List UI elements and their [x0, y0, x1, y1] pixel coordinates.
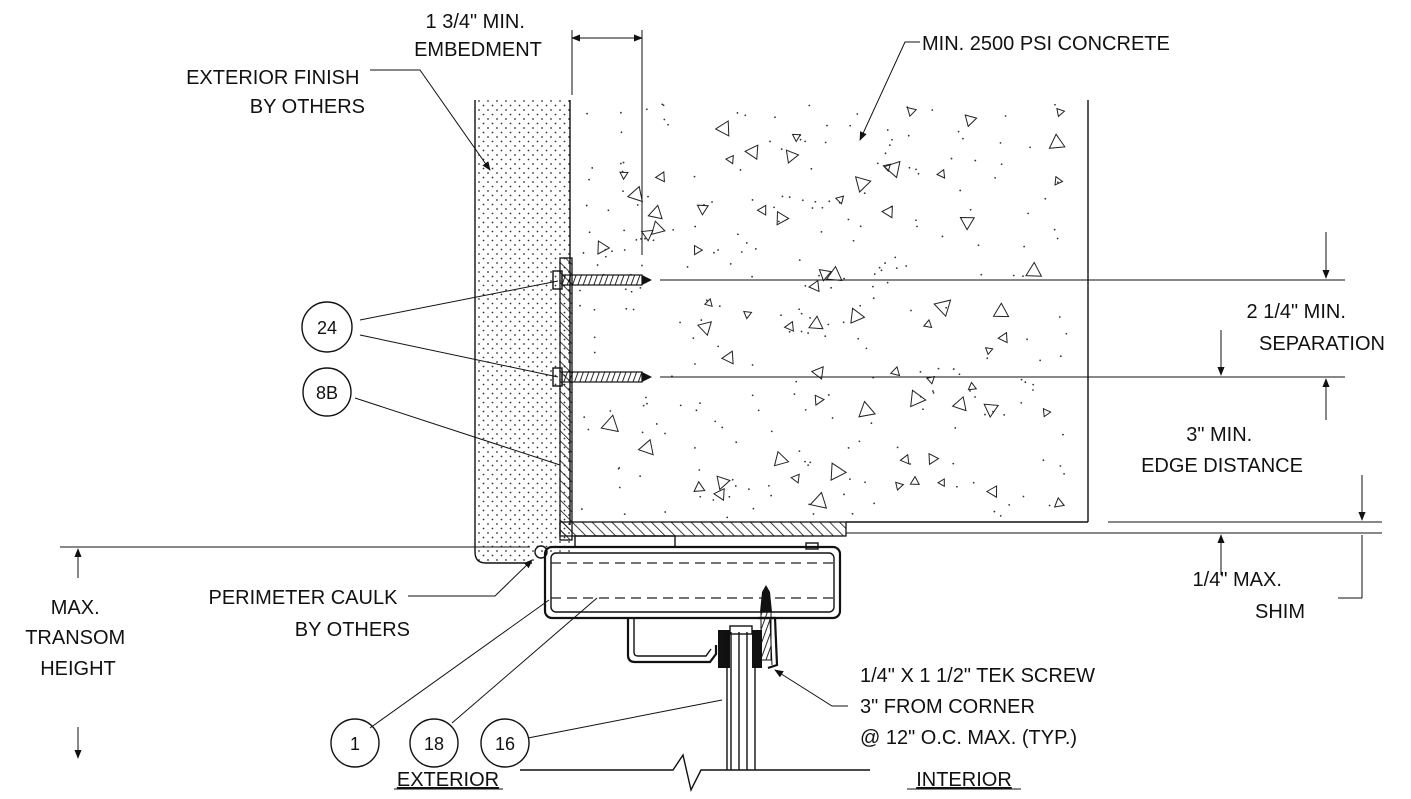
- svg-text:18: 18: [424, 734, 444, 754]
- svg-text:8B: 8B: [316, 383, 338, 403]
- anchor-lower: [552, 367, 652, 387]
- svg-text:24: 24: [317, 318, 337, 338]
- exterior-label: EXTERIOR: [397, 769, 499, 791]
- caulk-label: PERIMETER CAULK BY OTHERS: [209, 587, 411, 641]
- exterior-finish-label: EXTERIOR FINISH BY OTHERS: [186, 67, 365, 118]
- callout-24: 24: [301, 301, 353, 353]
- embedment-label: 1 3/4" MIN. EMBEDMENT: [414, 11, 542, 61]
- separation-label: 2 1/4" MIN. SEPARATION: [1247, 301, 1385, 355]
- frame-head-member: [543, 535, 842, 670]
- tek-screw-label: 1/4" X 1 1/2" TEK SCREW 3" FROM CORNER @…: [860, 665, 1101, 749]
- concrete-aggregate: [579, 103, 1068, 519]
- glazing: [726, 632, 756, 770]
- interior-label: INTERIOR: [916, 769, 1012, 791]
- edge-distance-label: 3" MIN. EDGE DISTANCE: [1141, 424, 1303, 477]
- callout-16: 16: [480, 718, 530, 768]
- caulk-bead: [534, 545, 548, 559]
- shim-label: 1/4" MAX. SHIM: [1193, 569, 1305, 623]
- callout-1: 1: [330, 718, 380, 768]
- svg-text:16: 16: [495, 734, 515, 754]
- transom-label: MAX. TRANSOM HEIGHT: [25, 597, 131, 680]
- concrete-label: MIN. 2500 PSI CONCRETE: [922, 33, 1170, 55]
- svg-text:1: 1: [350, 734, 360, 754]
- concrete-block: [573, 100, 1089, 523]
- callout-8b: 8B: [302, 367, 352, 417]
- anchor-upper: [552, 270, 652, 290]
- tek-screw: [760, 585, 772, 661]
- callout-18: 18: [409, 718, 459, 768]
- steel-angle: [559, 257, 847, 541]
